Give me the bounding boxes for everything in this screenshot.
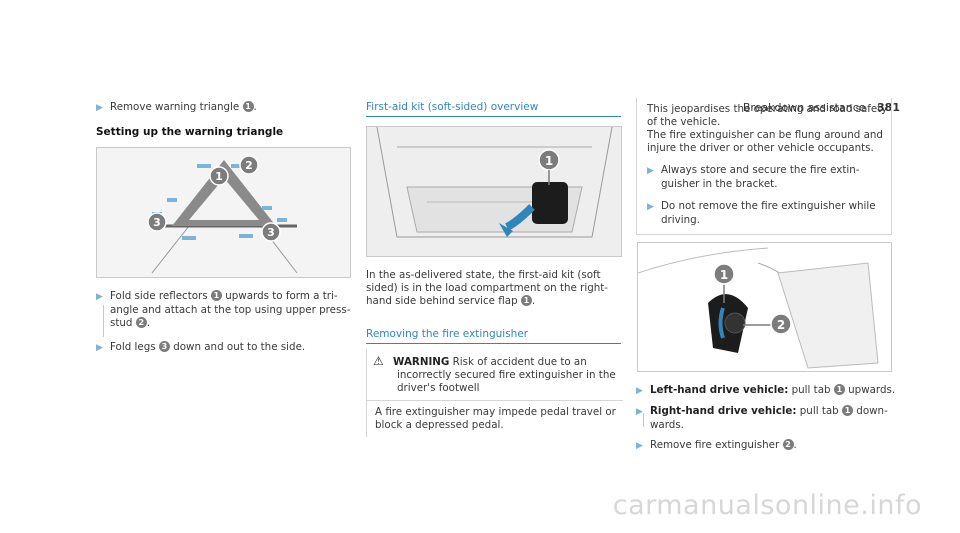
step-text: upwards. (848, 384, 896, 396)
warning-triangle-figure: 1 2 3 3 (96, 147, 351, 278)
figure-callout-1: 1 (215, 170, 223, 183)
warning-line: block a depressed pedal. (375, 419, 504, 431)
step-end: . (253, 101, 257, 113)
step-text: Fold legs (110, 341, 156, 353)
step-text: Remove fire extinguisher (650, 439, 780, 451)
step-text: pull tab (791, 384, 831, 396)
step-fold-reflectors: ▶ Fold side reflectors 1 upwards to form … (96, 290, 358, 330)
figure-callout-2: 2 (777, 318, 785, 332)
section-heading: Setting up the warning triangle (96, 126, 284, 138)
step-text: upwards to form a tri- (225, 290, 338, 302)
callout-2: 2 (782, 439, 794, 450)
step-arrow-icon: ▶ (96, 343, 103, 353)
step-arrow-icon: ▶ (636, 407, 643, 417)
fire-extinguisher-figure: 1 2 (637, 242, 892, 372)
step-text: Always store and secure the fire extin- (661, 164, 860, 176)
warning-line: This jeopardises the operating and road … (647, 103, 888, 115)
warning-line: of the vehicle. (647, 116, 721, 128)
step-remove-extinguisher: ▶ Remove fire extinguisher 2. (636, 439, 797, 453)
warning-title: WARNING (393, 356, 450, 368)
para-line: sided) is in the load compartment on the… (366, 282, 609, 294)
step-right-hand-drive: ▶ Right-hand drive vehicle: pull tab 1 do… (636, 405, 888, 432)
callout-1: 1 (833, 384, 845, 395)
para-line: In the as-delivered state, the first-aid… (366, 269, 601, 281)
page-header: Breakdown assistance 381 (743, 101, 900, 114)
step-text: Do not remove the fire extinguisher whil… (661, 200, 876, 212)
step-left-hand-drive: ▶ Left-hand drive vehicle: pull tab 1 upw… (636, 384, 895, 398)
para-line: hand side behind service flap (366, 295, 518, 307)
step-line: angle and attach at the top using upper … (110, 304, 351, 316)
warning-text: Risk of accident due to an (452, 356, 587, 368)
callout-2: 2 (135, 317, 147, 328)
page-number: 381 (877, 101, 900, 114)
warning-line: The fire extinguisher can be flung aroun… (647, 129, 883, 141)
warning-line: incorrectly secured fire extinguisher in… (397, 369, 616, 381)
callout-1: 1 (520, 295, 532, 306)
warning-line: injure the driver or other vehicle occup… (647, 142, 874, 154)
step-arrow-icon: ▶ (647, 166, 654, 176)
step-label: Left-hand drive vehicle: (650, 384, 789, 396)
warning-icon: ⚠ (373, 354, 384, 368)
step-text: Fold side reflectors (110, 290, 208, 302)
step-arrow-icon: ▶ (96, 103, 103, 113)
fire-extinguisher-heading: Removing the fire extinguisher (366, 328, 621, 344)
step-arrow-icon: ▶ (647, 202, 654, 212)
first-aid-paragraph: In the as-delivered state, the first-aid… (366, 269, 628, 308)
warning-continued-content: This jeopardises the operating and road … (647, 103, 892, 227)
step-arrow-icon: ▶ (636, 386, 643, 396)
callout-1: 1 (842, 405, 853, 416)
figure-callout-1: 1 (720, 268, 728, 282)
step-text: wards. (650, 419, 684, 431)
callout-1: 1 (242, 101, 254, 112)
step-text: guisher in the bracket. (661, 178, 778, 190)
step-text: pull tab (799, 405, 839, 417)
callout-3: 3 (158, 341, 170, 352)
first-aid-heading: First-aid kit (soft-sided) overview (366, 101, 621, 117)
step-text: Remove warning triangle (110, 101, 240, 113)
warning-content: ⚠ WARNING Risk of accident due to an inc… (366, 354, 623, 432)
figure-callout-1: 1 (545, 154, 553, 168)
section-title: Breakdown assistance (742, 101, 866, 114)
step-text: driving. (661, 214, 700, 226)
para-end: . (531, 295, 536, 307)
watermark: carmanualsonline.info (612, 490, 922, 521)
warning-box (366, 349, 621, 437)
step-bar (103, 305, 105, 337)
figure-callout-3-right: 3 (267, 226, 275, 239)
warning-line: A fire extinguisher may impede pedal tra… (375, 406, 616, 418)
step-text: down- (856, 405, 888, 417)
step-text: stud (110, 317, 133, 329)
divider (366, 400, 623, 401)
load-compartment-illustration: 1 (376, 127, 613, 238)
step-end: . (146, 317, 151, 329)
step-arrow-icon: ▶ (96, 292, 103, 302)
step-arrow-icon: ▶ (636, 441, 643, 451)
warning-line: driver's footwell (397, 382, 480, 394)
first-aid-figure: 1 (366, 126, 622, 257)
step-bar (643, 413, 645, 427)
step-fold-legs: ▶ Fold legs 3 down and out to the side. (96, 341, 305, 355)
callout-1: 1 (210, 290, 222, 301)
figure-callout-3-left: 3 (153, 216, 161, 229)
warning-box-continued (636, 98, 892, 235)
step-remove-triangle: ▶ Remove warning triangle 1. (96, 101, 257, 115)
warning-triangle-illustration: 1 2 3 3 (147, 155, 298, 274)
step-label: Right-hand drive vehicle: (650, 405, 797, 417)
figure-callout-2: 2 (245, 159, 253, 172)
step-end: . (793, 439, 797, 451)
step-text: down and out to the side. (173, 341, 306, 353)
footwell-illustration: 1 2 (638, 247, 879, 369)
